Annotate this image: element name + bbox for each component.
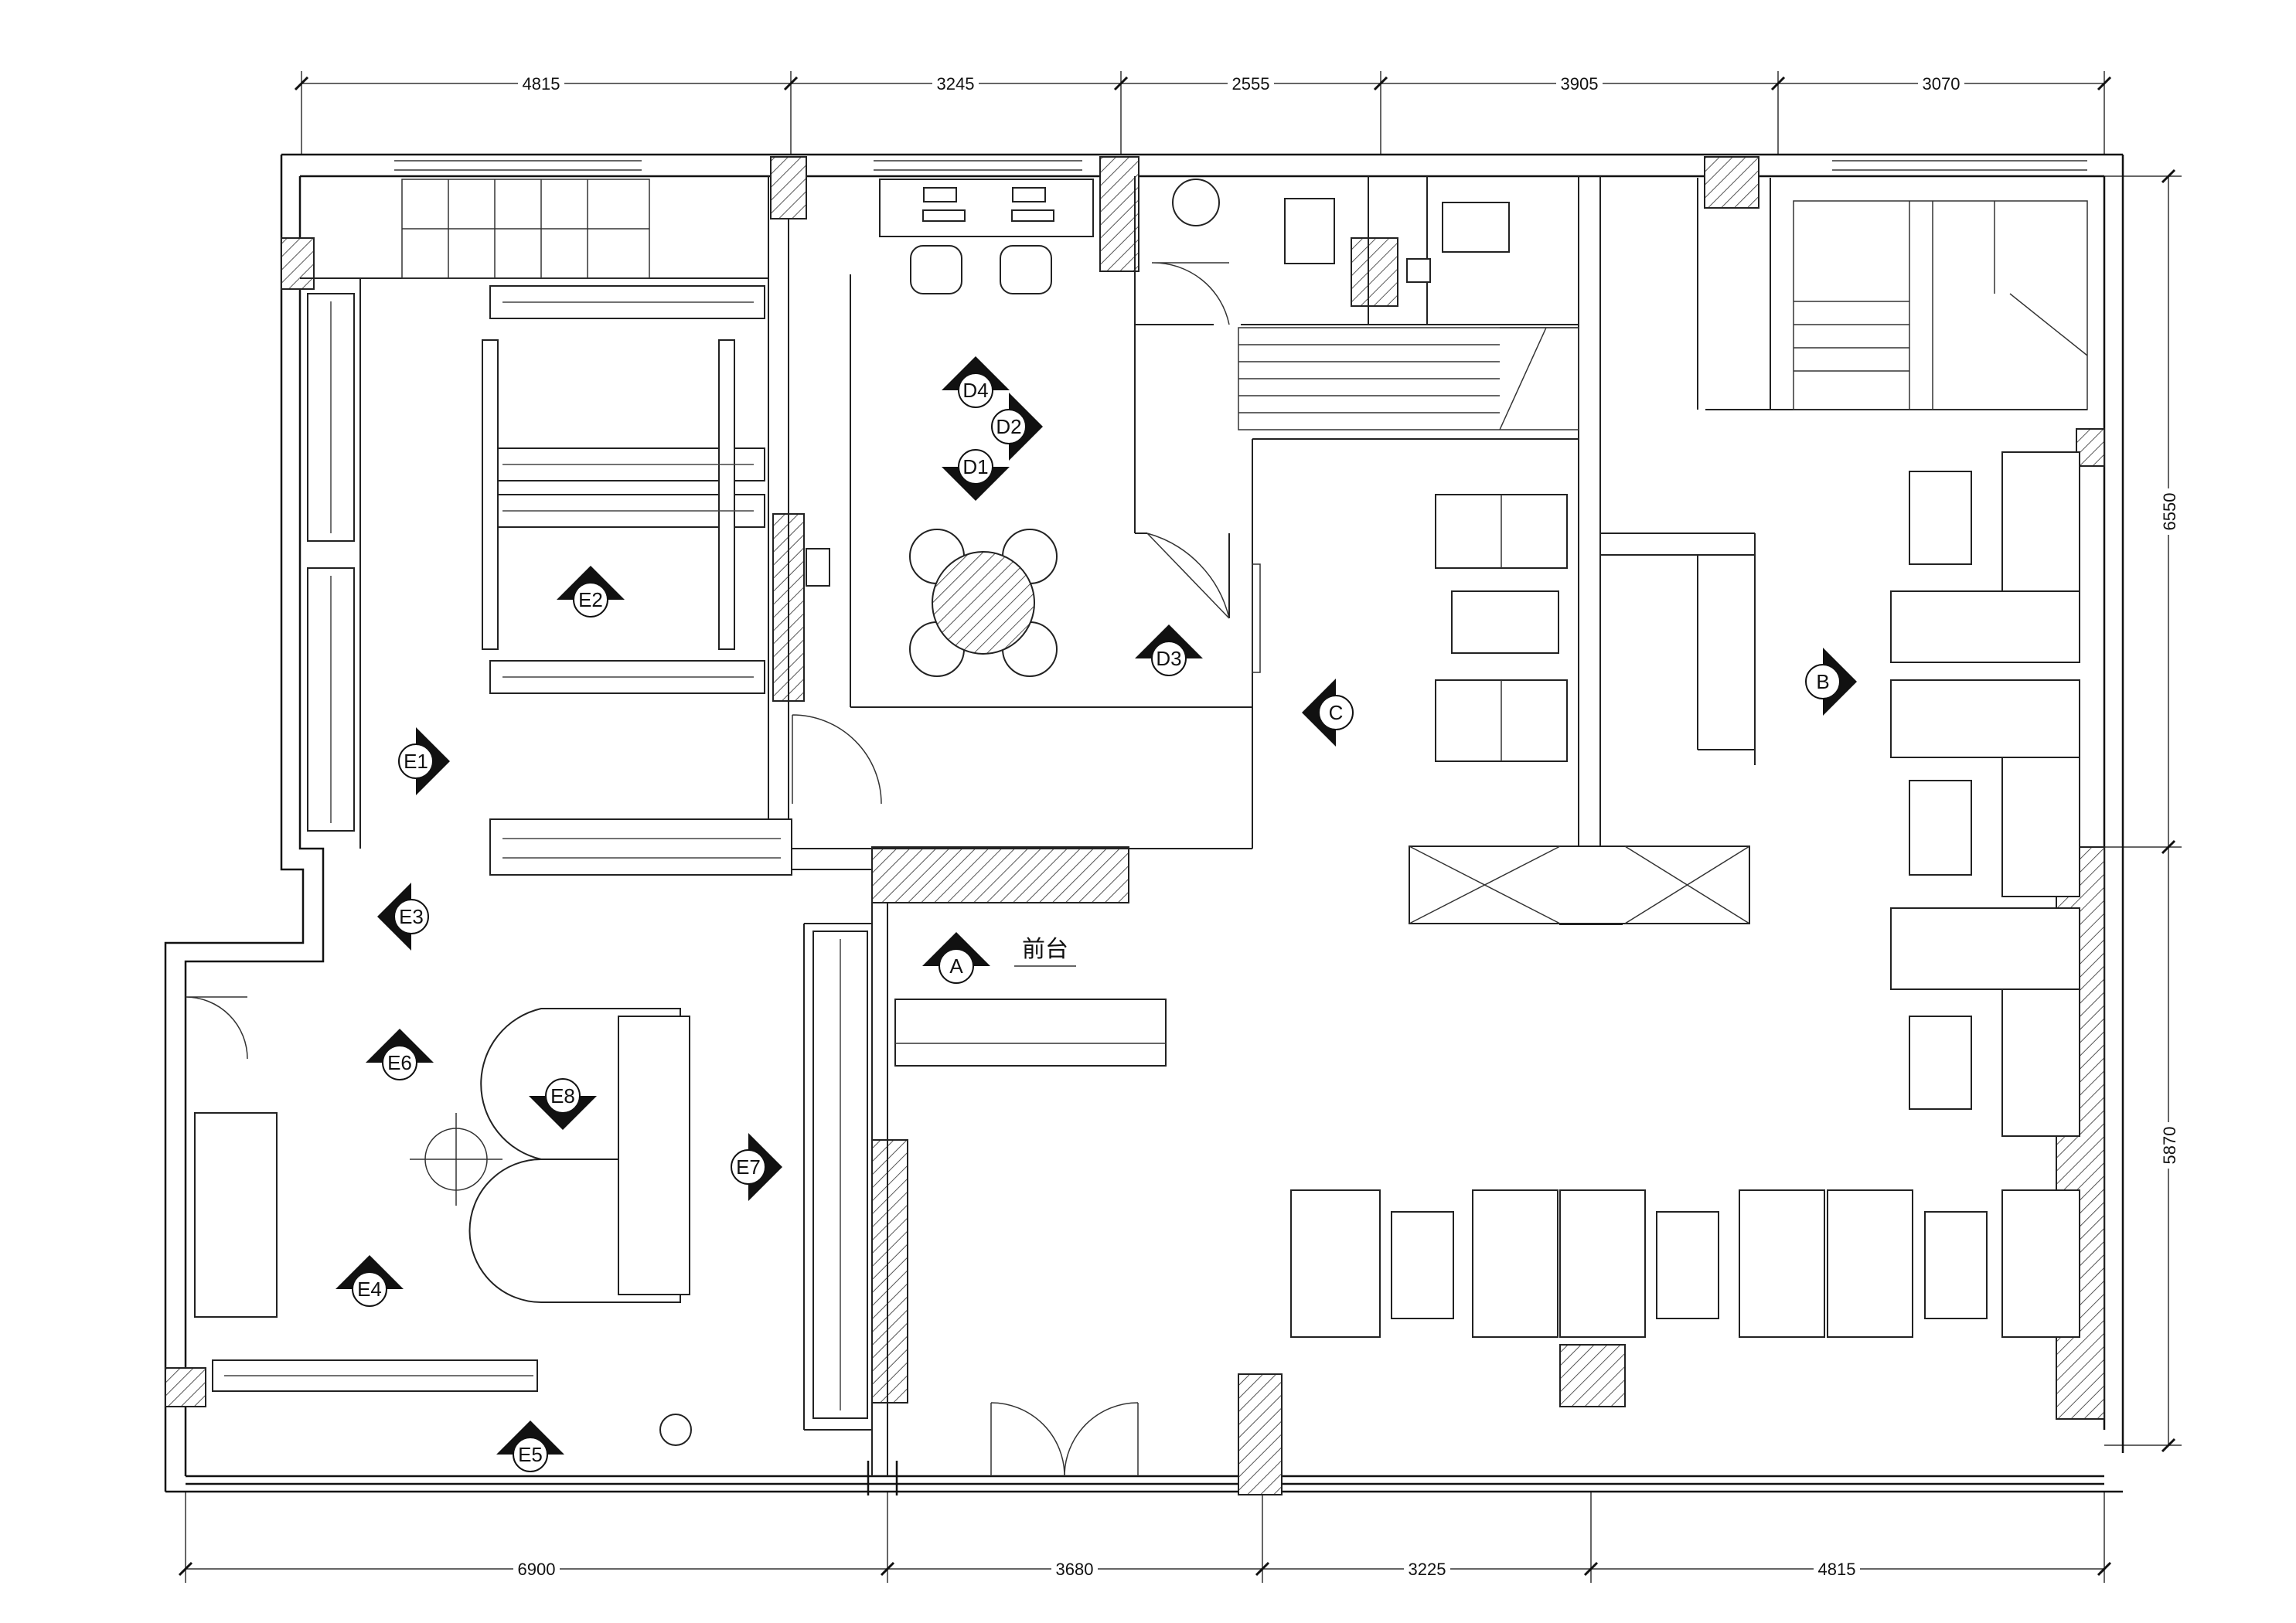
reception-label: 前台	[1022, 937, 1068, 962]
view-marker-label: D2	[996, 415, 1021, 438]
dimensions-right: 6550 5870	[2104, 168, 2182, 1453]
view-marker-label: A	[949, 954, 963, 978]
view-marker-e3: E3	[377, 883, 429, 951]
doors	[185, 262, 1261, 1477]
view-marker-circle	[573, 582, 608, 618]
interior-walls	[300, 176, 2087, 1476]
exterior-walls	[164, 153, 2124, 1495]
view-marker-label: E5	[518, 1443, 543, 1466]
office-desk	[879, 179, 1094, 294]
dim-top-4: 3905	[1561, 74, 1599, 94]
view-marker-label: D3	[1156, 647, 1181, 670]
view-marker-b: B	[1805, 648, 1857, 716]
dim-bottom-2: 3680	[1056, 1560, 1094, 1579]
view-marker-label: E7	[736, 1155, 761, 1179]
dimensions-top: 4815 3245 2555 3905 3070	[294, 71, 2112, 155]
view-marker-label: E3	[399, 905, 424, 928]
view-marker-circle	[731, 1149, 766, 1185]
dim-top-1: 4815	[523, 74, 560, 94]
restroom-fixtures	[806, 179, 1510, 587]
view-marker-label: B	[1816, 670, 1829, 693]
dim-top-5: 3070	[1923, 74, 1960, 94]
top-windows	[394, 160, 2087, 171]
view-marker-circle	[382, 1045, 417, 1080]
view-marker-e2: E2	[557, 566, 625, 618]
view-marker-circle	[1151, 641, 1187, 676]
display-shelf	[1409, 846, 1750, 924]
view-marker-circle	[393, 899, 429, 934]
view-marker-circle	[398, 743, 434, 779]
dim-bottom-1: 6900	[518, 1560, 556, 1579]
dim-right-1: 6550	[2160, 493, 2179, 531]
view-marker-d3: D3	[1135, 624, 1203, 676]
view-marker-e5: E5	[496, 1421, 564, 1472]
view-marker-label: D4	[962, 379, 988, 402]
dimensions-bottom: 6900 3680 3225 4815	[178, 1492, 2112, 1583]
view-marker-c: C	[1302, 679, 1354, 747]
view-marker-circle	[352, 1271, 387, 1307]
dim-bottom-4: 4815	[1818, 1560, 1856, 1579]
view-marker-circle	[1318, 695, 1354, 730]
view-marker-circle	[958, 449, 993, 485]
reception-desk	[894, 999, 1167, 1067]
view-marker-circle	[958, 373, 993, 408]
view-marker-e6: E6	[366, 1029, 434, 1080]
view-marker-label: D1	[962, 455, 988, 478]
stairs	[401, 179, 2088, 430]
clothing-racks	[212, 285, 868, 1419]
dim-top-3: 2555	[1232, 74, 1270, 94]
view-marker-label: E4	[357, 1278, 382, 1301]
dim-right-2: 5870	[2160, 1127, 2179, 1165]
view-marker-circle	[513, 1437, 548, 1472]
view-marker-e7: E7	[731, 1133, 782, 1201]
view-marker-d1: D1	[942, 449, 1010, 501]
view-marker-label: E6	[387, 1051, 412, 1074]
dim-top-2: 3245	[937, 74, 975, 94]
view-marker-label: E8	[550, 1084, 575, 1108]
view-marker-e8: E8	[529, 1078, 597, 1130]
seating-area	[1290, 451, 2080, 1338]
view-marker-label: E1	[404, 750, 428, 773]
view-marker-label: E2	[578, 588, 603, 611]
lounge-area	[194, 1008, 692, 1446]
view-marker-circle	[545, 1078, 581, 1114]
round-table-set	[909, 529, 1058, 677]
dim-bottom-3: 3225	[1409, 1560, 1446, 1579]
view-marker-circle	[938, 948, 974, 984]
view-marker-e1: E1	[398, 727, 450, 795]
view-marker-circle	[1805, 664, 1841, 699]
view-marker-d2: D2	[991, 393, 1043, 461]
view-marker-a: A	[922, 932, 990, 984]
view-marker-e4: E4	[336, 1255, 404, 1307]
view-marker-d4: D4	[942, 356, 1010, 408]
view-marker-circle	[991, 409, 1027, 444]
view-marker-label: C	[1329, 701, 1344, 724]
